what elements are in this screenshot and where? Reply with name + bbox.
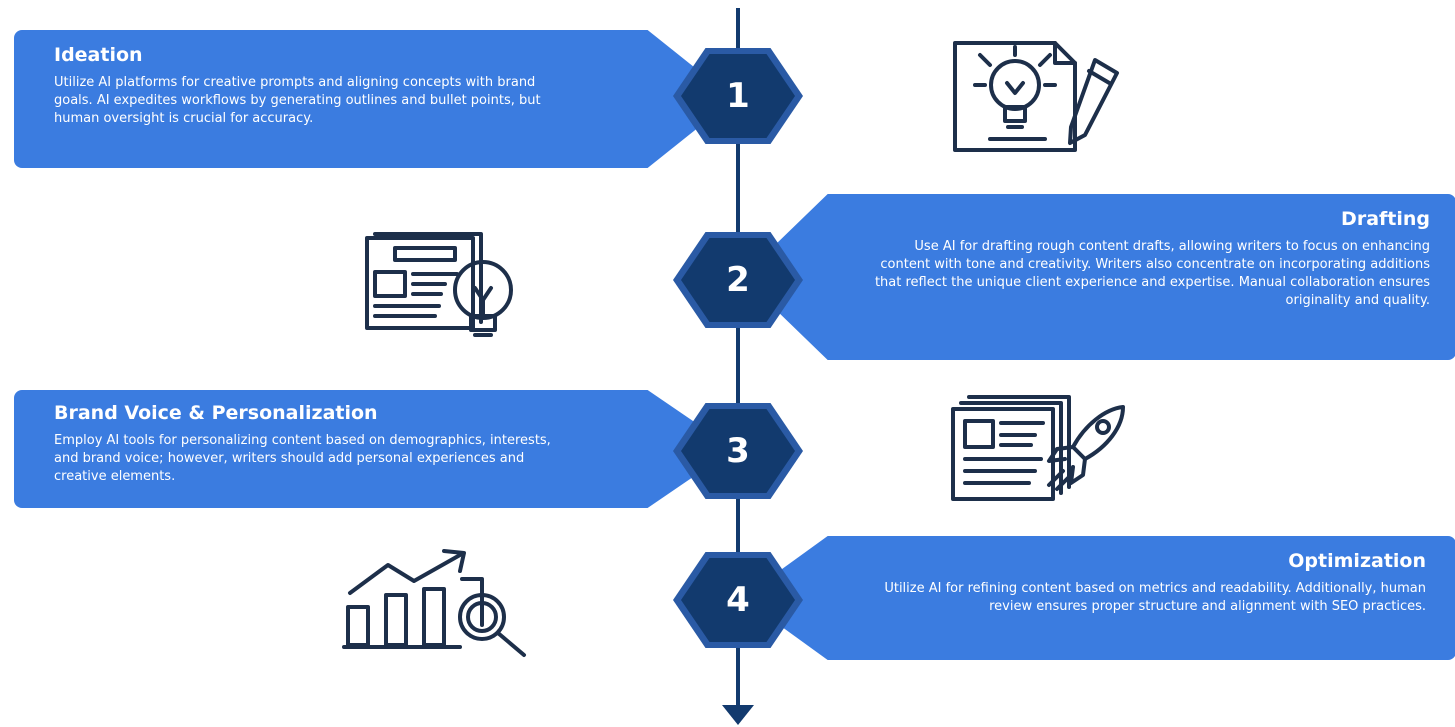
step-4-text: Utilize AI for refining content based on…	[884, 581, 1426, 614]
step-4-panel: Optimization Utilize AI for refining con…	[742, 536, 1455, 660]
document-lightbulb-icon	[345, 230, 545, 340]
step-2-panel: Drafting Use AI for drafting rough conte…	[742, 194, 1455, 360]
timeline-arrowhead	[722, 705, 754, 725]
document-lightbulb-pencil-icon	[945, 35, 1145, 155]
step-3-hexagon: 3	[673, 403, 803, 499]
step-1-hexagon: 1	[673, 48, 803, 144]
step-3-title: Brand Voice & Personalization	[54, 402, 378, 424]
step-2-number: 2	[681, 238, 795, 322]
step-1-panel: Ideation Utilize AI platforms for creati…	[14, 30, 734, 168]
step-2-title: Drafting	[1341, 208, 1430, 230]
step-1-title: Ideation	[54, 44, 143, 66]
timeline-axis	[736, 8, 740, 708]
step-2-text: Use AI for drafting rough content drafts…	[874, 239, 1430, 308]
step-3-number: 3	[681, 409, 795, 493]
step-1-number: 1	[681, 54, 795, 138]
step-4-title: Optimization	[1288, 550, 1426, 572]
step-3-panel: Brand Voice & Personalization Employ AI …	[14, 390, 734, 508]
document-rocket-icon	[945, 395, 1145, 505]
step-4-hexagon: 4	[673, 552, 803, 648]
step-4-number: 4	[681, 558, 795, 642]
step-3-text: Employ AI tools for personalizing conten…	[54, 433, 551, 484]
chart-magnifier-icon	[340, 545, 550, 660]
step-2-hexagon: 2	[673, 232, 803, 328]
step-1-text: Utilize AI platforms for creative prompt…	[54, 75, 541, 126]
